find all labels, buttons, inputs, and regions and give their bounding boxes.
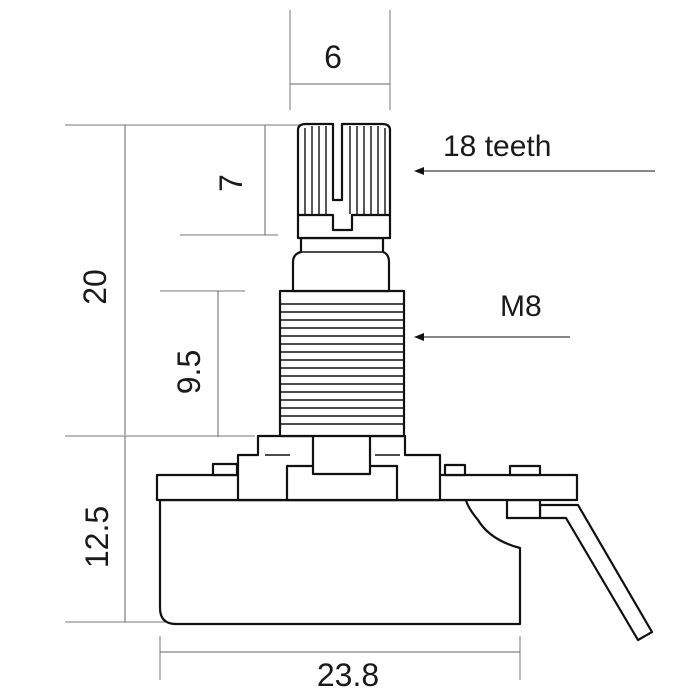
- shaft-neck: [291, 236, 391, 293]
- pot-body: [158, 498, 522, 626]
- thread-length-label: 9.5: [171, 350, 207, 394]
- knurl-height-label: 7: [213, 174, 249, 192]
- bushing-threads: [280, 303, 404, 425]
- thread-callout: M8: [414, 290, 570, 341]
- body-height-label: 12.5: [79, 506, 115, 568]
- body-width-label: 23.8: [317, 657, 379, 693]
- thread-callout-label: M8: [500, 290, 542, 323]
- total-height-label: 20: [77, 269, 113, 305]
- potentiometer-drawing: [155, 122, 654, 642]
- teeth-callout: 18 teeth: [414, 130, 655, 175]
- shaft-width-label: 6: [324, 39, 342, 75]
- teeth-callout-label: 18 teeth: [443, 130, 551, 163]
- dimension-lines: [65, 10, 521, 680]
- solder-lug: [505, 498, 654, 642]
- threaded-bushing: [278, 289, 406, 438]
- knurled-shaft: [296, 122, 392, 240]
